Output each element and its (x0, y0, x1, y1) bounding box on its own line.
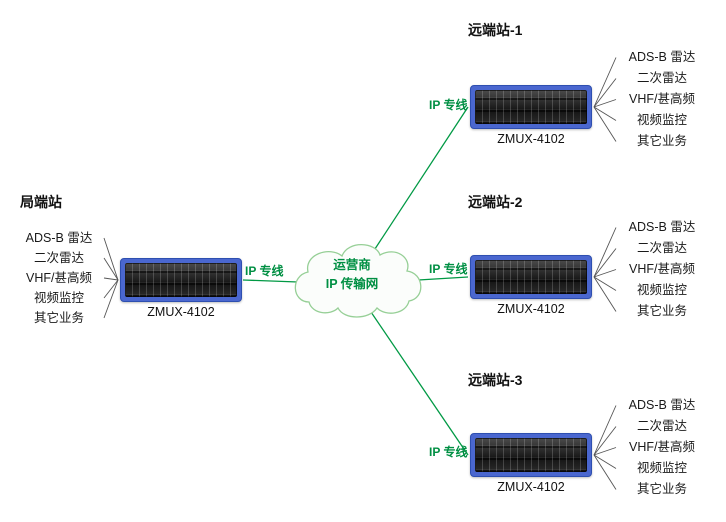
service-fan-line (593, 227, 617, 278)
service-item: 其它业务 (636, 304, 687, 318)
ip-link-label-remote2: IP 专线 (429, 262, 468, 276)
service-fan-line (593, 248, 617, 278)
service-fan-line (593, 447, 617, 456)
service-item: 视频监控 (636, 283, 687, 297)
service-fan-line (103, 257, 119, 281)
service-item: VHF/甚高频 (629, 440, 695, 454)
service-fan-line (593, 454, 617, 490)
service-fan-line (593, 276, 617, 291)
services-list: ADS-B 雷达 二次雷达 VHF/甚高频 视频监控 其它业务 (618, 47, 706, 152)
service-fan-line (103, 279, 119, 319)
service-fan-line (593, 405, 617, 456)
zmux-device (470, 255, 592, 299)
service-item: VHF/甚高频 (26, 271, 92, 285)
station-title: 远端站-2 (468, 194, 523, 210)
service-item: 其它业务 (636, 482, 687, 496)
service-fan-line (103, 277, 119, 281)
zmux-device (470, 85, 592, 129)
service-fan-line (593, 426, 617, 456)
device-model-label: ZMUX-4102 (497, 302, 565, 316)
zmux-device (120, 258, 242, 302)
service-fan-line (103, 237, 119, 281)
device-model-label: ZMUX-4102 (497, 480, 565, 494)
cloud-label-line2: IP 传输网 (325, 277, 379, 291)
service-fan-line (593, 276, 617, 312)
cloud-shape (294, 243, 422, 318)
service-item: ADS-B 雷达 (628, 398, 696, 412)
service-item: 二次雷达 (636, 241, 687, 255)
services-list: ADS-B 雷达 二次雷达 VHF/甚高频 视频监控 其它业务 (16, 228, 102, 328)
ip-link-label-local: IP 专线 (245, 264, 284, 278)
service-fan-line (593, 57, 617, 108)
device-front-panel (475, 260, 587, 294)
service-fan-line (593, 106, 617, 121)
service-item: 二次雷达 (636, 71, 687, 85)
service-fan-line (103, 279, 119, 299)
service-item: VHF/甚高频 (629, 262, 695, 276)
service-item: 二次雷达 (33, 251, 84, 265)
service-item: ADS-B 雷达 (628, 50, 696, 64)
service-item: 二次雷达 (636, 419, 687, 433)
zmux-device (470, 433, 592, 477)
station-title: 远端站-3 (468, 372, 523, 388)
service-fan-line (593, 454, 617, 469)
service-item: 视频监控 (33, 291, 84, 305)
service-item: VHF/甚高频 (629, 92, 695, 106)
service-item: 视频监控 (636, 113, 687, 127)
service-item: 其它业务 (33, 311, 84, 325)
service-item: ADS-B 雷达 (25, 231, 93, 245)
service-item: ADS-B 雷达 (628, 220, 696, 234)
station-title: 局端站 (20, 194, 62, 210)
service-fan-line (593, 269, 617, 278)
ip-link-label-remote1: IP 专线 (429, 98, 468, 112)
device-model-label: ZMUX-4102 (497, 132, 565, 146)
ip-link-label-remote3: IP 专线 (429, 445, 468, 459)
services-list: ADS-B 雷达 二次雷达 VHF/甚高频 视频监控 其它业务 (618, 217, 706, 322)
service-fan-line (593, 106, 617, 142)
service-fan-line (593, 99, 617, 108)
service-item: 视频监控 (636, 461, 687, 475)
device-front-panel (125, 263, 237, 297)
service-item: 其它业务 (636, 134, 687, 148)
service-fan-line (593, 78, 617, 108)
device-model-label: ZMUX-4102 (147, 305, 215, 319)
services-list: ADS-B 雷达 二次雷达 VHF/甚高频 视频监控 其它业务 (618, 395, 706, 500)
device-front-panel (475, 438, 587, 472)
device-front-panel (475, 90, 587, 124)
cloud-label-line1: 运营商 (333, 258, 371, 272)
station-title: 远端站-1 (468, 22, 523, 38)
